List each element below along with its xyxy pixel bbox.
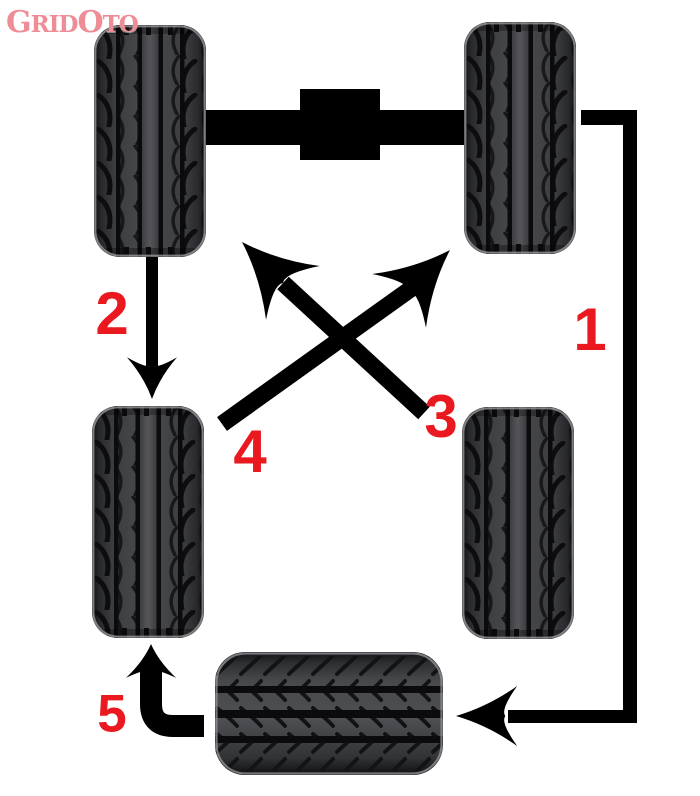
- arrow-3-shaft: [277, 276, 430, 420]
- tire-middle-left: [92, 406, 204, 638]
- axle-differential-block: [300, 89, 380, 160]
- logo-part-4: TO: [102, 11, 139, 38]
- arrow-1-bottom-line: [508, 710, 637, 723]
- tire-middle-right: [462, 407, 574, 639]
- arrow-2-shaft: [146, 256, 158, 366]
- axle: [201, 89, 466, 160]
- step-3-label: 3: [424, 383, 458, 450]
- arrow-4-shaft: [217, 281, 417, 431]
- tire-spare-horizontal: [215, 652, 443, 775]
- arrow-1-vertical-line: [623, 110, 637, 723]
- logo-part-1: G: [6, 5, 32, 40]
- arrow-4: [217, 223, 477, 431]
- arrow-3: [215, 215, 430, 420]
- step-5-label: 5: [97, 684, 127, 744]
- logo-part-2: RID: [30, 11, 79, 38]
- arrow-2: [126, 256, 178, 399]
- step-2-label: 2: [95, 280, 129, 347]
- arrow-5: [125, 644, 204, 737]
- tire-top-right: [464, 22, 576, 254]
- step-1-label: 1: [573, 296, 607, 363]
- arrow-5-shaft: [140, 668, 204, 737]
- gridoto-logo: GRIDOTO: [6, 5, 139, 44]
- arrow-1-route: [456, 110, 637, 747]
- tire-top-left: [94, 25, 206, 257]
- step-4-label: 4: [233, 418, 267, 485]
- logo-part-3: O: [77, 5, 103, 40]
